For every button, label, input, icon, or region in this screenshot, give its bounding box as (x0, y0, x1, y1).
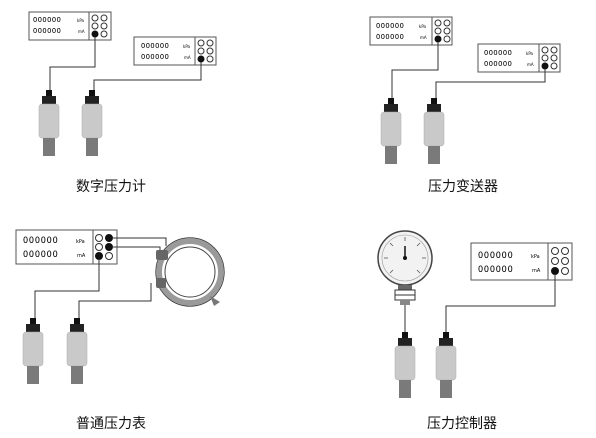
meter-1a: OOOOOO OOOOOO kPa mA (28, 11, 112, 41)
wire-3b (78, 283, 152, 318)
wire-3a (34, 259, 100, 318)
meter-1a-row1: OOOOOO (33, 16, 61, 24)
panel-digital-gauge: OOOOOO OOOOOO kPa mA OOOOOO OOOOOO kPa m… (28, 11, 217, 157)
meter-1b-unit1: kPa (183, 44, 191, 49)
meter-3-row1: OOOOOO (23, 236, 59, 246)
meter-1a-unit1: kPa (77, 18, 85, 23)
wire-2a (391, 42, 439, 100)
caption-pressure-transmitter: 压力变送器 (428, 179, 498, 195)
wire-3-clamp-b (112, 246, 161, 253)
probe-4b (435, 331, 457, 399)
meter-3-unit1: kPa (76, 239, 85, 245)
probe-4a (394, 331, 416, 399)
meter-1b: OOOOOO OOOOOO kPa mA (133, 36, 217, 66)
meter-1b-row2: OOOOOO (141, 53, 169, 61)
caption-digital-gauge: 数字压力计 (76, 179, 146, 195)
panel-pressure-controller: OOOOOO OOOOOO kPa mA (377, 230, 573, 399)
meter-3-unit2: mA (77, 253, 86, 259)
meter-2a-unit1: kPa (419, 24, 427, 29)
meter-3-row2: OOOOOO (23, 250, 59, 260)
meter-2b-row2: OOOOOO (484, 60, 512, 68)
meter-4-unit1: kPa (531, 254, 540, 260)
probe-1a (38, 89, 60, 157)
meter-2b-unit1: kPa (526, 51, 534, 56)
probe-3b (66, 317, 88, 385)
meter-4-row2: OOOOOO (478, 265, 514, 275)
meter-1a-row2: OOOOOO (33, 27, 61, 35)
panel-pressure-transmitter: OOOOOO OOOOOO kPa mA OOOOOO OOOOOO kPa m… (369, 16, 561, 165)
wire-3-clamp-a (112, 237, 167, 246)
meter-1a-unit2: mA (78, 29, 85, 34)
meter-1b-row1: OOOOOO (141, 42, 169, 50)
meter-2a: OOOOOO OOOOOO kPa mA (369, 16, 453, 46)
meter-2b-row1: OOOOOO (484, 49, 512, 57)
meter-3: OOOOOO OOOOOO kPa mA (15, 229, 118, 265)
meter-1b-unit2: mA (184, 55, 191, 60)
meter-2a-row1: OOOOOO (376, 22, 404, 30)
panel-ordinary-gauge: OOOOOO OOOOOO kPa mA (15, 229, 225, 385)
meter-4-row1: OOOOOO (478, 251, 514, 261)
probe-3a (22, 317, 44, 385)
probe-1b (81, 89, 103, 157)
pressure-gauge-device (377, 230, 433, 305)
meter-2b-unit2: mA (527, 62, 534, 67)
meter-4: OOOOOO OOOOOO kPa mA (470, 242, 573, 281)
wire-2b (435, 69, 546, 100)
probe-2b (423, 97, 445, 165)
ring-clamp-device (155, 237, 225, 307)
wire-4-meter (445, 274, 556, 332)
caption-ordinary-gauge: 普通压力表 (76, 416, 146, 432)
meter-2a-unit2: mA (420, 35, 427, 40)
wire-1a (49, 37, 96, 90)
wire-1b (93, 62, 202, 90)
meter-4-unit2: mA (532, 268, 541, 274)
probe-2a (380, 97, 402, 165)
meter-2a-row2: OOOOOO (376, 33, 404, 41)
meter-2b: OOOOOO OOOOOO kPa mA (477, 43, 561, 73)
caption-pressure-controller: 压力控制器 (427, 416, 497, 432)
